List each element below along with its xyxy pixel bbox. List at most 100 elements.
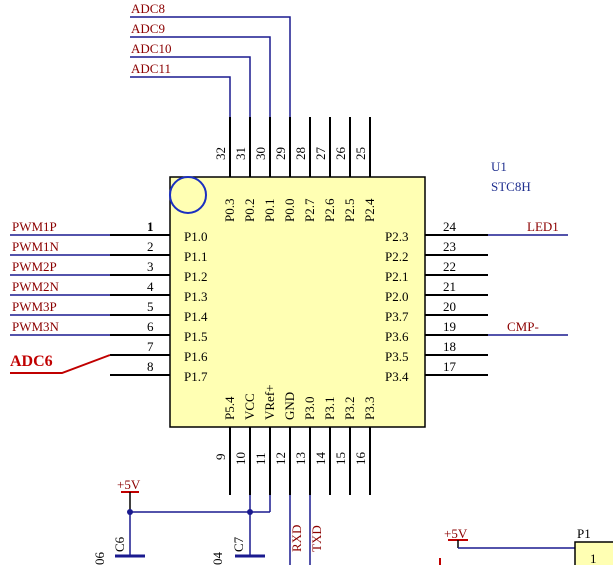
pin-31-name: P0.2: [242, 199, 257, 222]
pin-21-name: P2.0: [385, 289, 408, 304]
pin-9-name: P5.4: [222, 396, 237, 420]
pin-3-name: P1.2: [184, 269, 207, 284]
pin-20-num: 20: [443, 299, 456, 314]
pin-23-num: 23: [443, 239, 456, 254]
chip-part: STC8H: [491, 179, 531, 194]
pin-10-name: VCC: [242, 393, 257, 420]
net-label-rxd[interactable]: RXD: [289, 525, 304, 552]
net-label-adc9[interactable]: ADC9: [131, 21, 165, 36]
net-label-led1[interactable]: LED1: [527, 219, 559, 234]
connector-p1-designator: P1: [577, 526, 591, 541]
pin-19-num: 19: [443, 319, 456, 334]
pin-17-name: P3.4: [385, 369, 409, 384]
net-label-adc6[interactable]: ADC6: [10, 353, 53, 370]
pin-30-num: 30: [253, 147, 268, 160]
pin-16-num: 16: [353, 452, 368, 466]
pin-12-name: GND: [282, 392, 297, 420]
pin-28-num: 28: [293, 147, 308, 160]
pin-8-name: P1.7: [184, 369, 208, 384]
pin-29-name: P0.0: [282, 199, 297, 222]
pin-19-name: P3.6: [385, 329, 409, 344]
pin-25-num: 25: [353, 147, 368, 160]
power-5v-label-right[interactable]: +5V: [444, 526, 468, 541]
pin-15-num: 15: [333, 452, 348, 465]
net-label-pwm2p[interactable]: PWM2P: [12, 259, 57, 274]
pin-18-name: P3.5: [385, 349, 408, 364]
c7-value: 04: [210, 552, 225, 565]
c7-designator[interactable]: C7: [231, 536, 246, 552]
pin-5-num: 5: [147, 299, 154, 314]
pin-16-name: P3.3: [362, 397, 377, 420]
power-section: +5V C6 06 C7 04: [92, 477, 271, 565]
pin-14-num: 14: [313, 452, 328, 466]
pin-7-num: 7: [147, 339, 154, 354]
net-label-adc8[interactable]: ADC8: [131, 1, 165, 16]
net-label-adc10[interactable]: ADC10: [131, 41, 171, 56]
right-pins: 24 23 22 21 20 19 18 17 P2.3 P2.2 P2.1 P…: [385, 219, 568, 384]
pin-5-name: P1.4: [184, 309, 208, 324]
chip-designator: U1: [491, 159, 507, 174]
pin-18-num: 18: [443, 339, 456, 354]
pin-21-num: 21: [443, 279, 456, 294]
c6-value: 06: [92, 552, 107, 565]
pin-6-num: 6: [147, 319, 154, 334]
pin-31-num: 31: [233, 147, 248, 160]
pin-14-name: P3.1: [322, 397, 337, 420]
pin-22-num: 22: [443, 259, 456, 274]
net-label-pwm3n[interactable]: PWM3N: [12, 319, 60, 334]
pin-24-name: P2.3: [385, 229, 408, 244]
wire-adc6: [10, 354, 111, 374]
pin-26-name: P2.5: [342, 199, 357, 222]
net-label-pwm2n[interactable]: PWM2N: [12, 279, 60, 294]
chip-body[interactable]: [169, 176, 426, 428]
net-label-pwm1n[interactable]: PWM1N: [12, 239, 60, 254]
pin-23-name: P2.2: [385, 249, 408, 264]
pin-29-num: 29: [273, 147, 288, 160]
pin-11-name: VRef+: [262, 385, 277, 421]
pin-4-name: P1.3: [184, 289, 207, 304]
pin-28-name: P2.7: [302, 198, 317, 222]
pin-6-name: P1.5: [184, 329, 207, 344]
connector-section: +5V P1 1: [439, 526, 613, 565]
wire-adc10: [130, 56, 251, 117]
pin-27-num: 27: [313, 147, 328, 161]
pin-27-name: P2.6: [322, 198, 337, 222]
power-5v-label-left[interactable]: +5V: [117, 477, 141, 492]
pin-25-name: P2.4: [362, 198, 377, 222]
pin1-marker: [169, 176, 207, 214]
connector-p1-body[interactable]: [574, 541, 613, 565]
pin-26-num: 26: [333, 147, 348, 161]
top-pins: ADC8 ADC9 ADC10 ADC11 32 31 30 29 28 27 …: [130, 1, 377, 222]
wire-adc9: [130, 36, 271, 117]
net-label-adc11[interactable]: ADC11: [131, 61, 171, 76]
pin-2-num: 2: [147, 239, 154, 254]
pin-32-num: 32: [213, 147, 228, 160]
pin-30-name: P0.1: [262, 199, 277, 222]
pin-10-num: 10: [233, 452, 248, 465]
pin-22-name: P2.1: [385, 269, 408, 284]
net-label-pwm1p[interactable]: PWM1P: [12, 219, 57, 234]
pin-32-name: P0.3: [222, 199, 237, 222]
pin-2-name: P1.1: [184, 249, 207, 264]
pin-13-name: P3.0: [302, 397, 317, 420]
pin-12-num: 12: [273, 452, 288, 465]
pin-24-num: 24: [443, 219, 457, 234]
net-label-cmp[interactable]: CMP-: [507, 319, 539, 334]
pin-15-name: P3.2: [342, 397, 357, 420]
c6-designator[interactable]: C6: [112, 536, 127, 552]
pin-13-num: 13: [293, 452, 308, 465]
pin-7-name: P1.6: [184, 349, 208, 364]
pin-1-num: 1: [147, 219, 154, 234]
wire-adc8: [130, 16, 291, 117]
wire-adc11: [130, 76, 231, 117]
net-label-pwm3p[interactable]: PWM3P: [12, 299, 57, 314]
net-label-txd[interactable]: TXD: [309, 525, 324, 552]
left-pins: 1 2 3 4 5 6 7 8 P1.0 P1.1 P1.2 P1.3 P1.4…: [10, 219, 208, 384]
pin-1-name: P1.0: [184, 229, 207, 244]
connector-p1-pin: 1: [590, 551, 597, 565]
pin-9-num: 9: [213, 454, 228, 461]
bottom-pins: 9 10 11 12 13 14 15 16 P5.4 VCC VRef+ GN…: [213, 385, 377, 565]
pin-20-name: P3.7: [385, 309, 409, 324]
pin-4-num: 4: [147, 279, 154, 294]
